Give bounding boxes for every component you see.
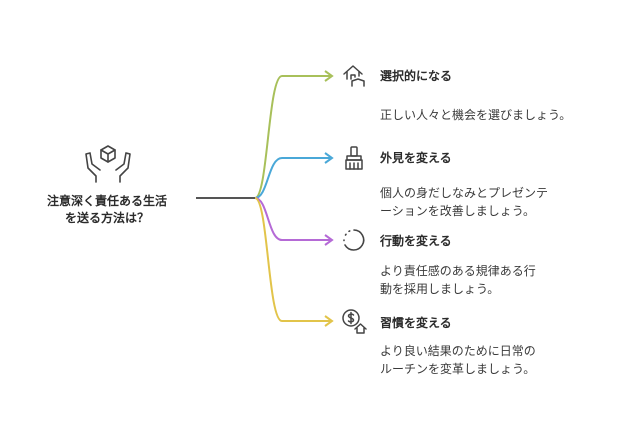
dashed-circle-icon	[343, 229, 365, 251]
branch-desc-4-line-1: より良い結果のために日常の	[380, 344, 536, 358]
house-hand-icon	[343, 65, 365, 87]
branch-desc-2: 個人の身だしなみとプレゼンテ ーションを改善しましょう。	[380, 184, 620, 220]
branch-desc-4-line-2: ルーチンを変革しましょう。	[380, 362, 536, 376]
branch-line-2	[254, 157, 330, 199]
branch-desc-3-line-2: 動を採用しましょう。	[380, 282, 500, 296]
branch-desc-3-line-1: より責任感のある規律ある行	[380, 264, 536, 278]
arrowhead-2	[324, 152, 334, 164]
branch-title-1: 選択的になる	[380, 69, 453, 83]
branch-desc-4: より良い結果のために日常の ルーチンを変革しましょう。	[380, 342, 620, 378]
branch-desc-2-line-2: ーションを改善しましょう。	[380, 204, 536, 218]
branch-desc-2-line-1: 個人の身だしなみとプレゼンテ	[380, 186, 549, 200]
arrowhead-1	[324, 70, 334, 82]
dollar-house-icon	[342, 309, 367, 334]
hands-holding-box-icon	[85, 145, 131, 183]
center-title-line-2: を送る方法は？	[64, 211, 149, 225]
branch-line-1	[254, 75, 330, 199]
arrowhead-4	[324, 315, 334, 327]
center-title-line-1: 注意深く責任ある生活	[46, 194, 167, 208]
paint-brush-icon	[345, 146, 363, 170]
branch-desc-3: より責任感のある規律ある行 動を採用しましょう。	[380, 262, 620, 298]
branch-line-3	[254, 197, 330, 241]
branch-title-2: 外見を変える	[380, 151, 452, 165]
branch-desc-1-line-1: 正しい人々と機会を選びましょう。	[380, 108, 572, 122]
branch-title-4: 習慣を変える	[380, 316, 452, 330]
center-question: 注意深く責任ある生活 を送る方法は？	[22, 193, 192, 227]
branch-title-3: 行動を変える	[380, 234, 452, 248]
branch-desc-1: 正しい人々と機会を選びましょう。	[380, 106, 620, 124]
branch-line-4	[254, 197, 330, 322]
arrowhead-3	[324, 234, 334, 246]
